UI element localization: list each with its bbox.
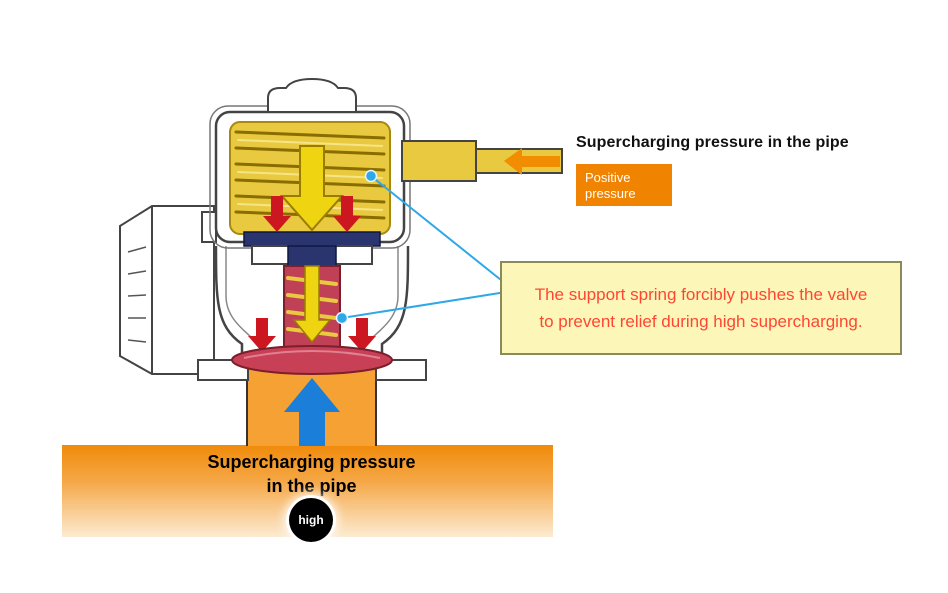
high-pressure-badge: high	[289, 498, 333, 542]
support-spring-down-arrow-icon	[292, 265, 332, 344]
lower-housing-walls	[214, 245, 410, 362]
lower-red-down-arrow-right-icon	[348, 318, 376, 352]
callout-leader-lines	[341, 175, 507, 319]
valve-disc-highlight	[243, 350, 381, 359]
callout-dot-upper-spring	[364, 169, 378, 183]
top-cap	[267, 77, 357, 113]
pipe-flow-left-arrow-icon	[504, 148, 560, 175]
diaphragm-strip	[243, 231, 381, 247]
callout-text-line2: to prevent relief during high supercharg…	[539, 312, 863, 331]
upper-red-down-arrow-right-icon	[333, 196, 361, 232]
spring-force-down-arrow-icon	[279, 145, 345, 232]
callout-text-line1: The support spring forcibly pushes the v…	[534, 284, 868, 304]
sensing-pipe-wide	[401, 140, 477, 182]
supercharging-up-arrow-icon	[284, 378, 340, 446]
callout-dot-support-spring	[335, 311, 349, 325]
badge-line1: Positive	[585, 170, 631, 185]
lower-red-down-arrow-left-icon	[248, 318, 276, 352]
bottom-label-line1: Supercharging pressure	[207, 452, 416, 472]
flange-slots	[127, 246, 147, 343]
pipe-pressure-title: Supercharging pressure in the pipe	[576, 134, 849, 151]
diaphragm-block	[287, 245, 337, 269]
support-spring-callout: The support spring forcibly pushes the v…	[500, 261, 902, 355]
positive-pressure-badge: Positive pressure	[576, 164, 672, 206]
high-pressure-badge-label: high	[298, 513, 324, 527]
lower-housing-inner-contours	[225, 246, 399, 339]
upper-red-down-arrow-left-icon	[263, 196, 291, 232]
badge-line2: pressure	[585, 186, 636, 202]
left-flange	[119, 205, 217, 375]
bottom-pressure-label: Supercharging pressure in the pipe	[169, 450, 454, 499]
bottom-label-line2: in the pipe	[266, 476, 357, 497]
